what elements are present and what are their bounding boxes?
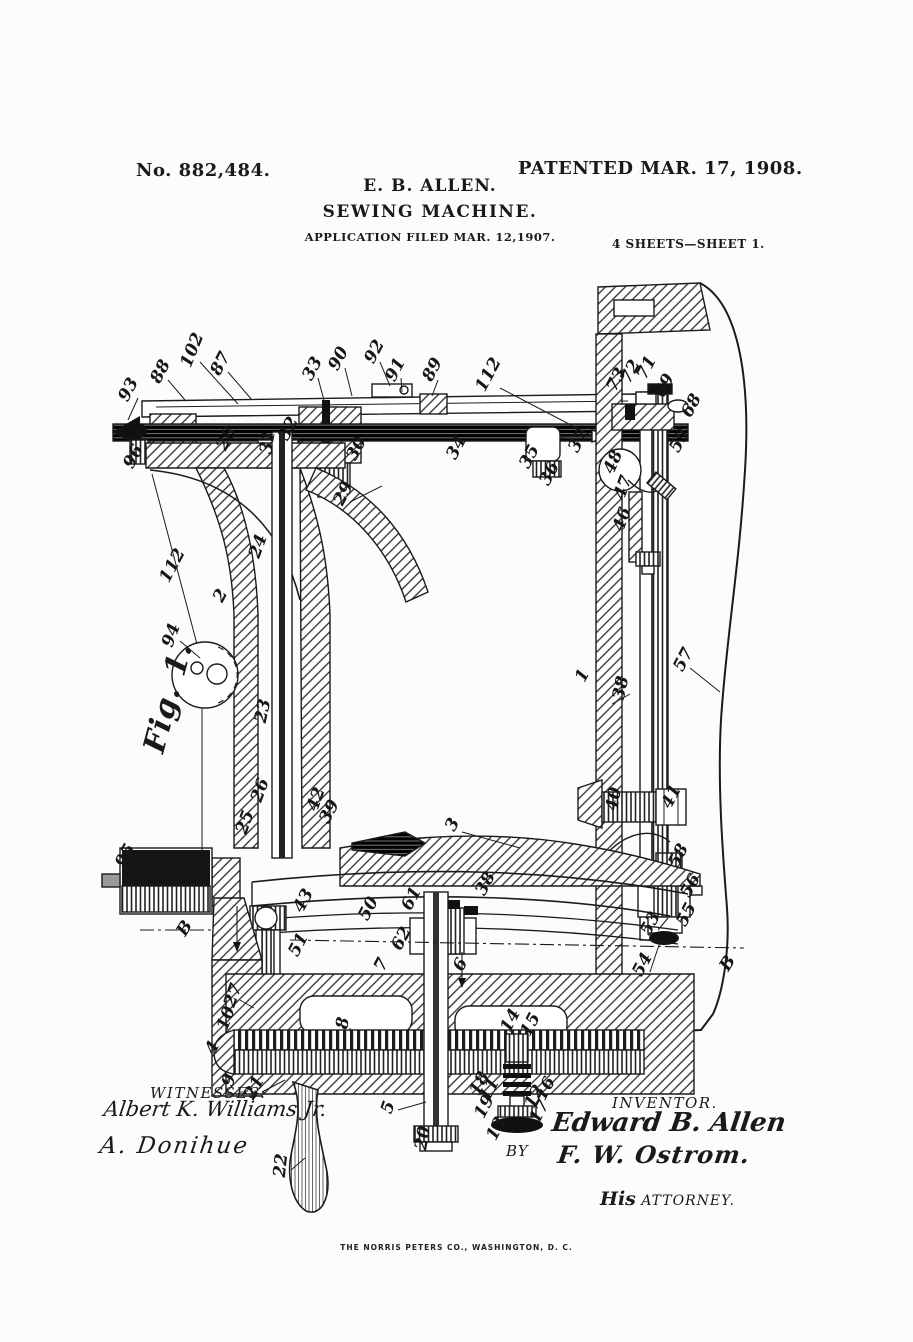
ref-numeral-5: 5	[377, 1098, 400, 1116]
printer-line: THE NORRIS PETERS CO., WASHINGTON, D. C.	[0, 1243, 913, 1252]
ref-numeral-22: 22	[270, 1153, 292, 1180]
ref-numeral-90: 90	[324, 343, 353, 373]
ref-numeral-2: 2	[209, 586, 233, 607]
ref-numeral-102: 102	[176, 330, 208, 371]
ref-numeral-6: 6	[449, 955, 472, 975]
ref-numeral-57: 57	[669, 644, 698, 674]
attorney-label-his: His	[600, 1188, 636, 1210]
ref-numeral-43: 43	[289, 885, 318, 915]
attorney-label: His ATTORNEY.	[600, 1188, 735, 1210]
inventor-signature: Edward B. Allen	[550, 1108, 788, 1138]
ref-numeral-93: 93	[114, 374, 143, 404]
ref-numeral-3: 3	[441, 815, 464, 835]
attorney-signature: F. W. Ostrom.	[556, 1140, 752, 1169]
ref-numeral-91: 91	[381, 355, 410, 385]
ref-numeral-40: 40	[602, 786, 626, 813]
ref-numeral-61: 61	[397, 884, 426, 914]
ref-numeral-92: 92	[360, 336, 389, 366]
ref-numeral-112: 112	[155, 545, 189, 586]
ref-numeral-20: 20	[411, 1125, 435, 1153]
ref-numeral-1: 1	[571, 666, 594, 686]
ref-numeral-B: B	[172, 917, 197, 941]
witness-signature-1: Albert K. Williams Jr.	[102, 1097, 328, 1121]
ref-numeral-B: B	[715, 952, 740, 976]
by-label: BY	[506, 1142, 529, 1160]
ref-numeral-38: 38	[609, 674, 634, 701]
machine-section	[102, 283, 746, 1212]
witness-signature-2: A. Donihue	[98, 1133, 251, 1159]
ref-numeral-7: 7	[370, 955, 393, 975]
ref-numeral-33: 33	[298, 353, 327, 383]
attorney-label-caps: ATTORNEY.	[636, 1193, 735, 1209]
ref-numeral-51: 51	[284, 930, 313, 960]
ref-numeral-68: 68	[677, 390, 706, 420]
ref-numeral-89: 89	[418, 354, 447, 385]
